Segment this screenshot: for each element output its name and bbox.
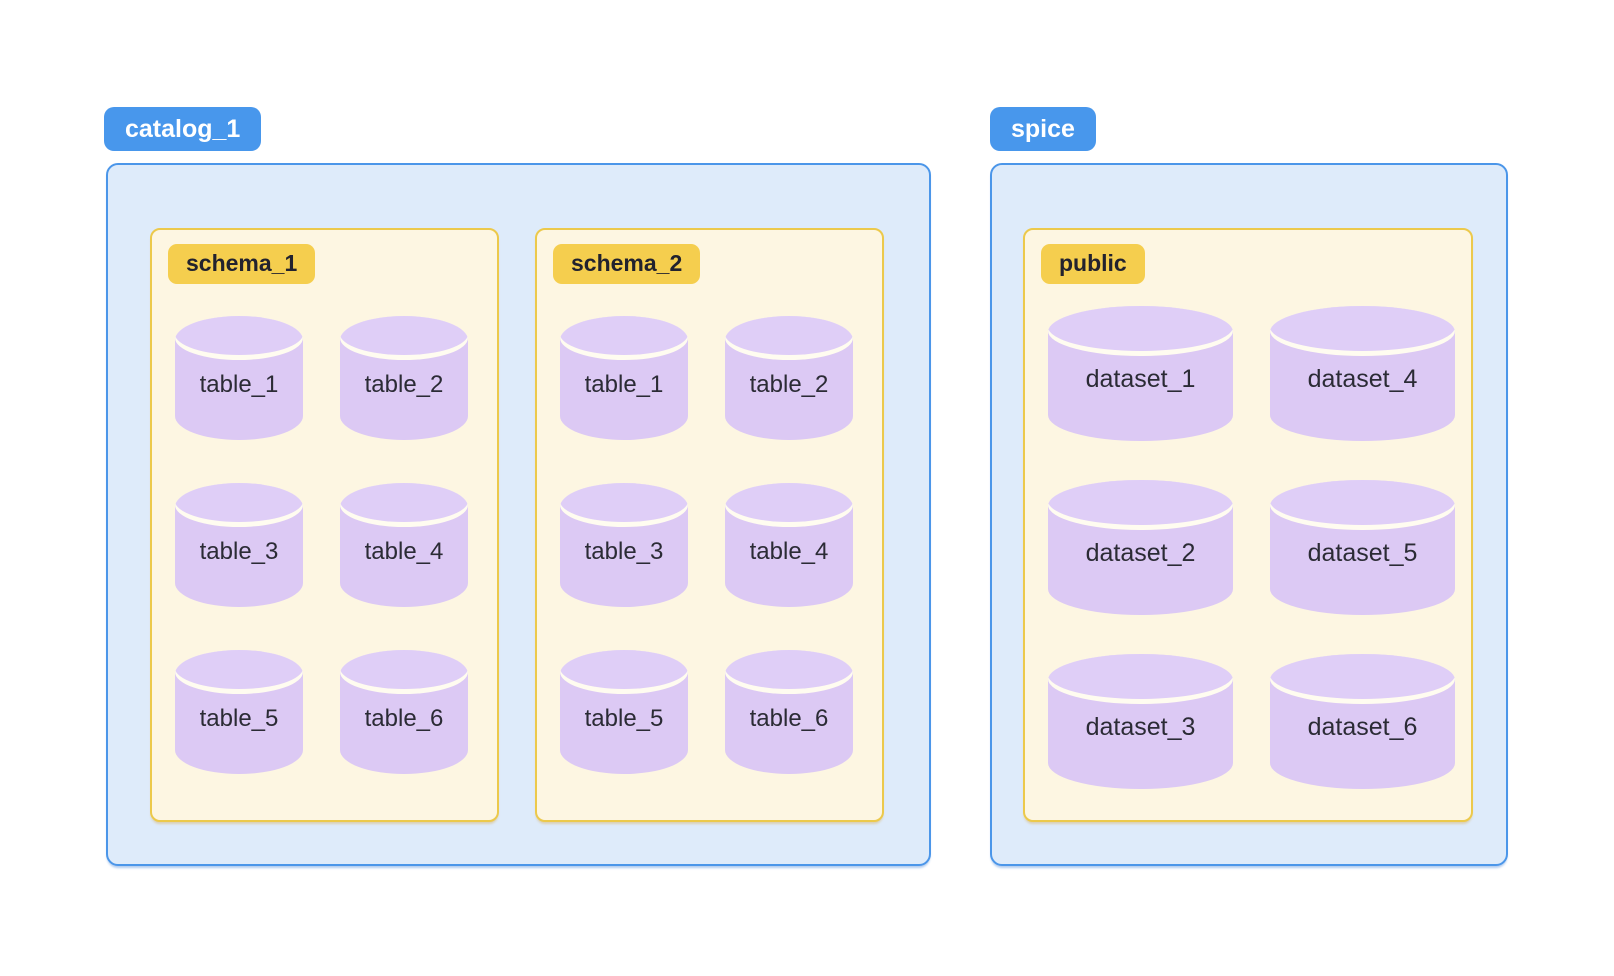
dataset-cylinder: dataset_3 — [1048, 653, 1233, 789]
table-label: table_4 — [749, 537, 829, 565]
table-cylinder: table_2 — [340, 315, 468, 440]
schema-label-schema-2: schema_2 — [553, 244, 701, 284]
schema-label-schema-1: schema_1 — [168, 244, 316, 284]
table-label: table_5 — [199, 704, 279, 732]
table-grid-schema-1: table_1 table_2 table_3 table_4 table_5 … — [175, 315, 497, 774]
table-cylinder: table_1 — [560, 315, 688, 440]
schema-box-schema-1: schema_1 table_1 table_2 table_3 table_4… — [150, 228, 499, 822]
table-label: table_1 — [199, 370, 279, 398]
dataset-label: dataset_1 — [1085, 364, 1196, 393]
dataset-label: dataset_3 — [1085, 712, 1196, 741]
table-cylinder: table_2 — [725, 315, 853, 440]
table-cylinder: table_6 — [725, 649, 853, 774]
table-cylinder: table_6 — [340, 649, 468, 774]
table-cylinder: table_1 — [175, 315, 303, 440]
table-label: table_1 — [584, 370, 664, 398]
dataset-cylinder: dataset_2 — [1048, 479, 1233, 615]
table-label: table_5 — [584, 704, 664, 732]
table-cylinder: table_4 — [725, 482, 853, 607]
schema-label-public: public — [1041, 244, 1145, 284]
dataset-label: dataset_6 — [1307, 712, 1418, 741]
table-label: table_3 — [199, 537, 279, 565]
catalog-container-spice: public dataset_1 dataset_2 dataset_3 dat… — [990, 163, 1508, 866]
catalog-container-catalog-1: schema_1 table_1 table_2 table_3 table_4… — [106, 163, 931, 866]
dataset-label: dataset_5 — [1307, 538, 1418, 567]
dataset-cylinder: dataset_5 — [1270, 479, 1455, 615]
dataset-cylinder: dataset_1 — [1048, 305, 1233, 441]
dataset-cylinder: dataset_4 — [1270, 305, 1455, 441]
dataset-cylinder: dataset_6 — [1270, 653, 1455, 789]
table-label: table_4 — [364, 537, 444, 565]
catalog-label-spice: spice — [990, 107, 1096, 151]
table-label: table_3 — [584, 537, 664, 565]
table-grid-schema-2: table_1 table_2 table_3 table_4 table_5 … — [560, 315, 882, 774]
table-label: table_2 — [364, 370, 444, 398]
table-cylinder: table_3 — [175, 482, 303, 607]
table-cylinder: table_5 — [560, 649, 688, 774]
table-cylinder: table_4 — [340, 482, 468, 607]
schema-box-public: public dataset_1 dataset_2 dataset_3 dat… — [1023, 228, 1473, 822]
table-label: table_6 — [364, 704, 444, 732]
schema-box-schema-2: schema_2 table_1 table_2 table_3 table_4… — [535, 228, 884, 822]
catalog-label-catalog-1: catalog_1 — [104, 107, 262, 151]
dataset-label: dataset_4 — [1307, 364, 1418, 393]
dataset-label: dataset_2 — [1085, 538, 1196, 567]
table-label: table_2 — [749, 370, 829, 398]
table-label: table_6 — [749, 704, 829, 732]
dataset-grid-public: dataset_1 dataset_2 dataset_3 dataset_4 … — [1048, 305, 1471, 789]
table-cylinder: table_5 — [175, 649, 303, 774]
table-cylinder: table_3 — [560, 482, 688, 607]
